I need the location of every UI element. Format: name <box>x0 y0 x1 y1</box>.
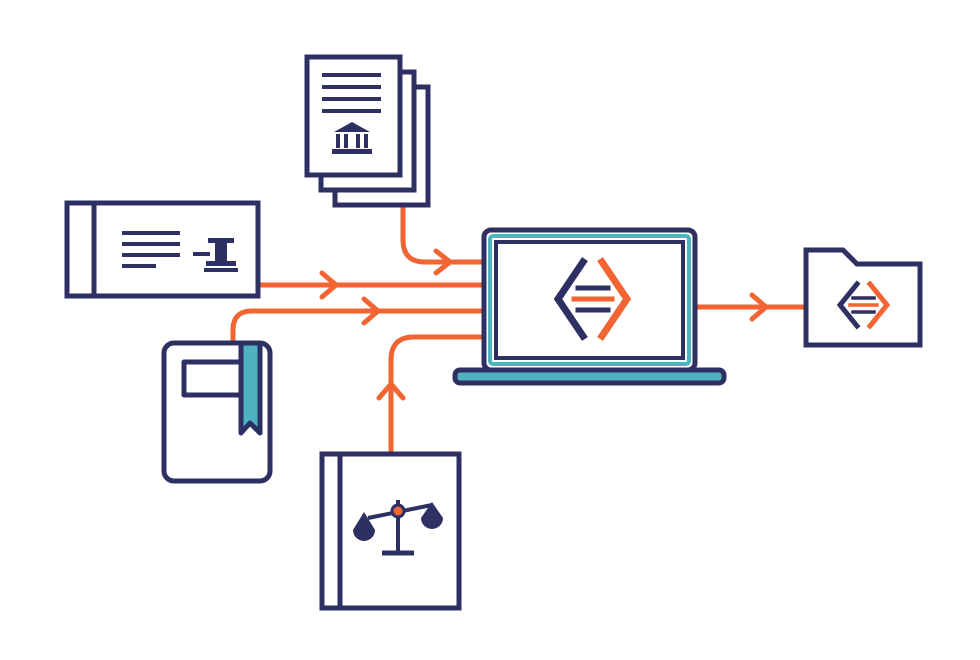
scales-pivot-icon <box>390 503 406 519</box>
arrowhead-law-book <box>376 381 406 401</box>
card-text-lines <box>122 231 180 268</box>
bank-icon <box>332 122 372 154</box>
gavel-icon <box>193 238 238 272</box>
law-book <box>319 451 462 611</box>
arrowhead-documents <box>433 248 453 276</box>
folder-logo-icon <box>836 280 891 330</box>
document-text-lines <box>322 73 381 113</box>
edge-documents-to-laptop <box>400 204 486 265</box>
government-documents <box>304 54 431 208</box>
laptop <box>452 227 727 386</box>
edge-law-book-to-laptop <box>388 334 486 455</box>
law-book-cover <box>319 451 462 611</box>
code-brackets-logo-icon <box>553 257 632 341</box>
arrowhead-folder <box>749 292 769 322</box>
arrowhead-card <box>319 270 339 300</box>
bookmarked-book <box>161 340 273 484</box>
bookmark-icon <box>238 340 263 436</box>
laptop-base <box>452 367 727 386</box>
book-label <box>181 359 245 398</box>
output-folder <box>803 247 923 348</box>
edge-book-to-laptop <box>230 308 486 348</box>
arrowhead-book <box>361 296 381 326</box>
scales-of-justice-icon <box>353 500 443 556</box>
gavel-card <box>64 200 261 299</box>
